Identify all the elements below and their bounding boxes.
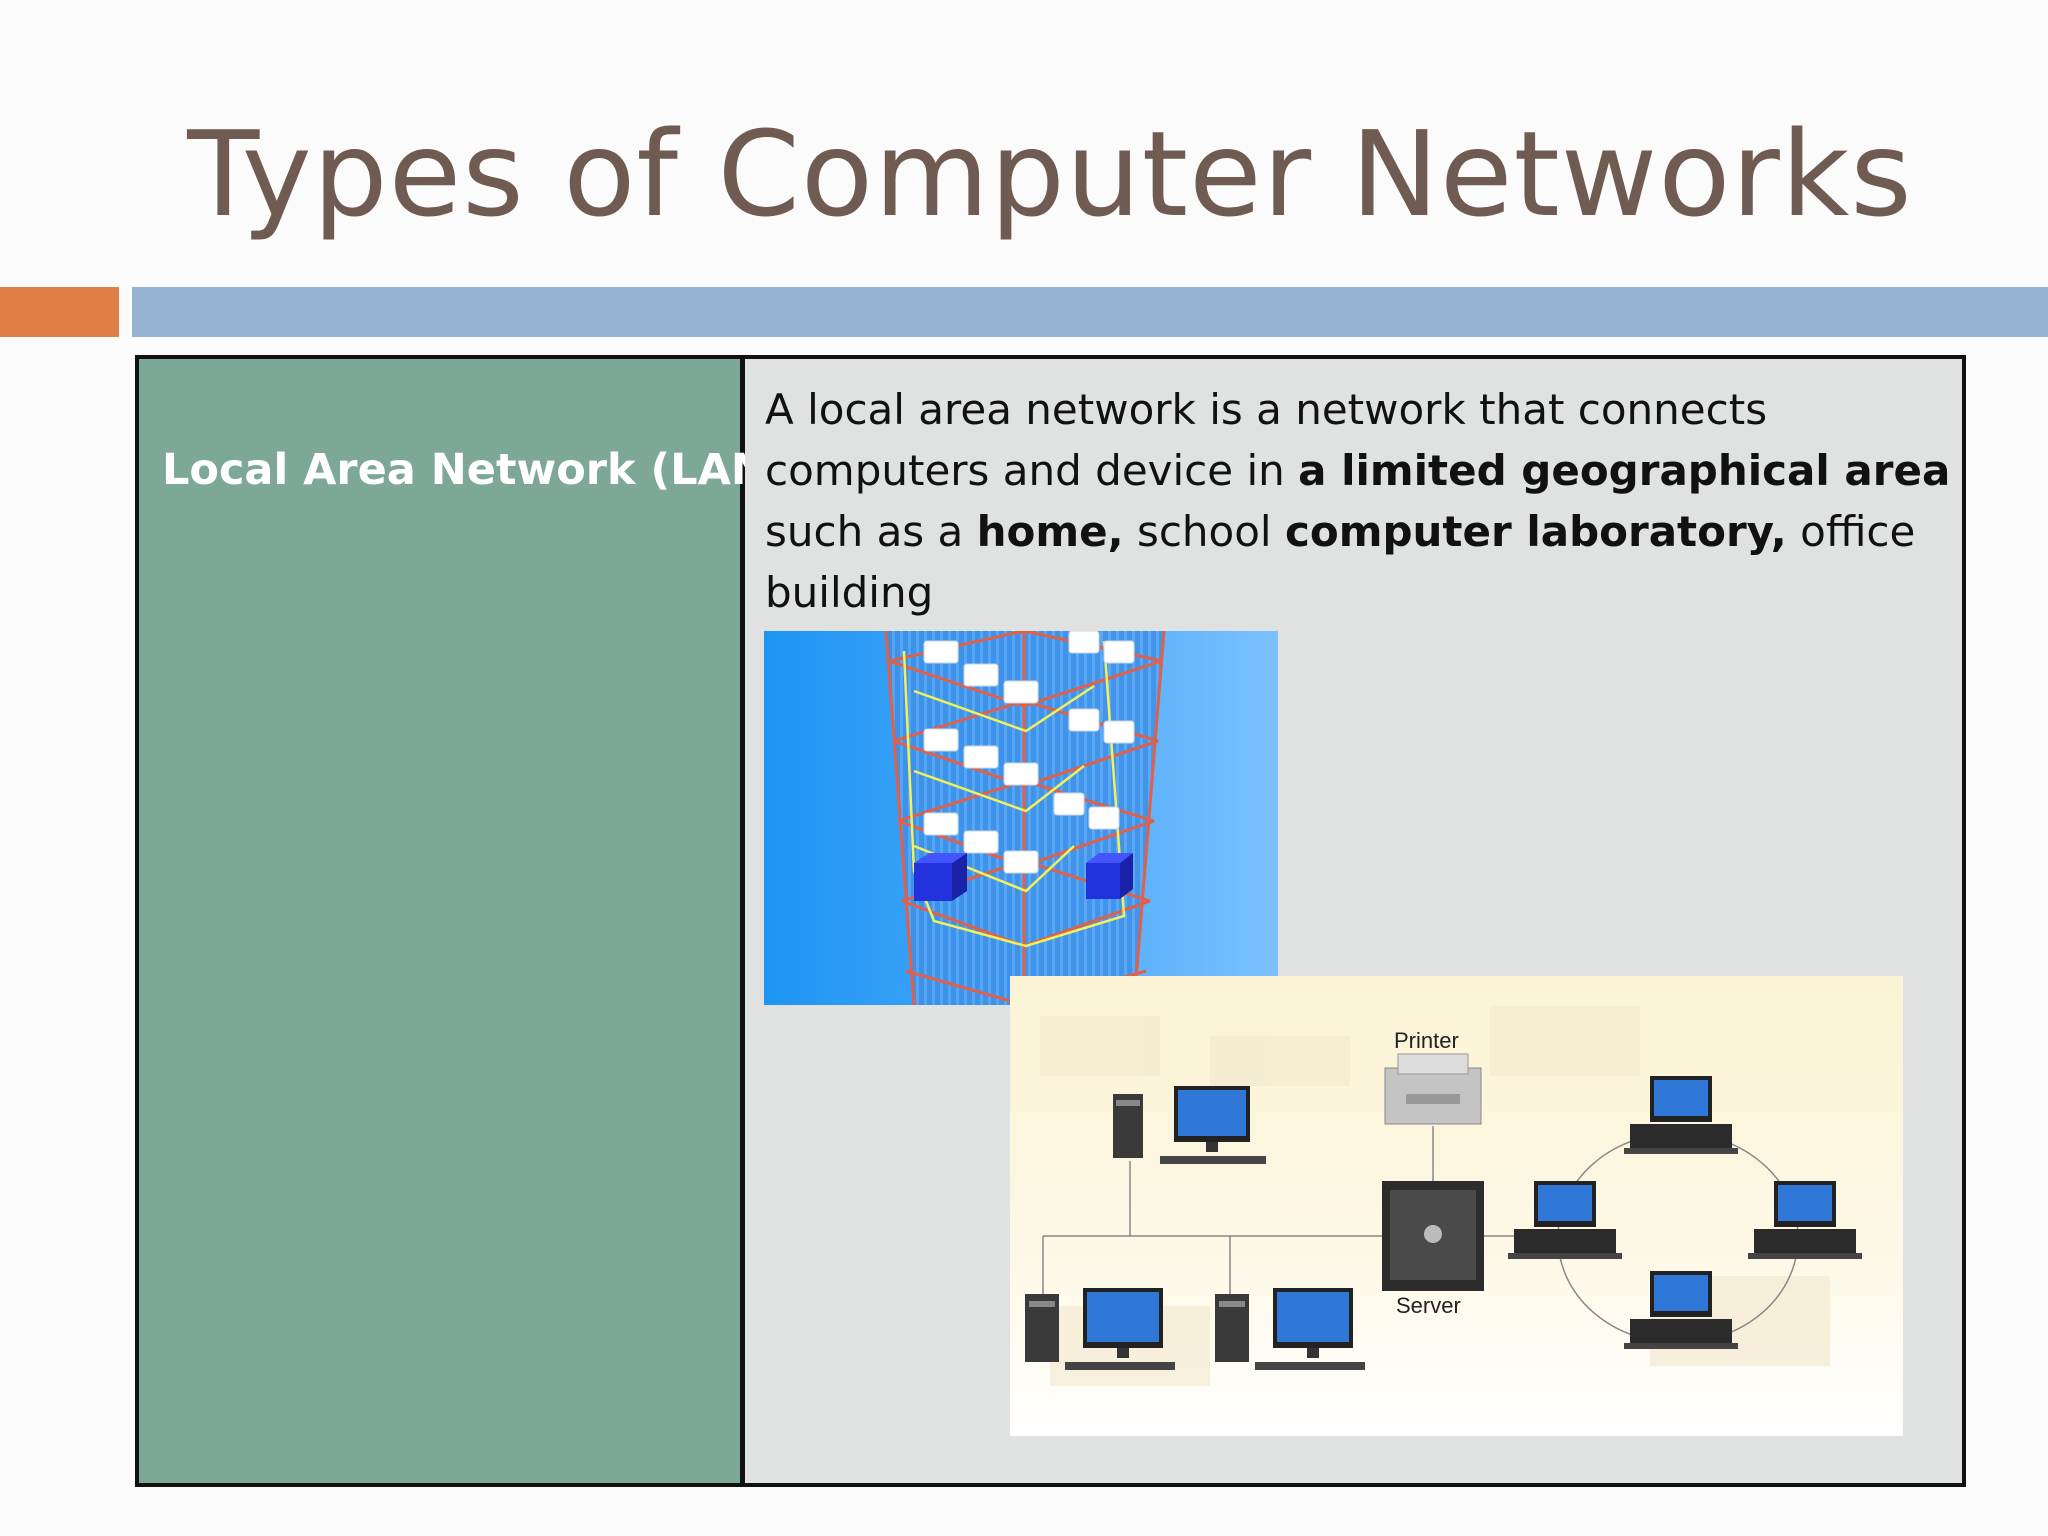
slide-title: Types of Computer Networks [187,105,1913,243]
accent-bar-blue [132,287,2048,337]
term-cell: Local Area Network (LAN) [139,359,787,1483]
building-network-image [764,631,1278,1005]
network-types-table: Local Area Network (LAN) A local area ne… [135,355,1966,1487]
description-cell: A local area network is a network that c… [745,359,1962,1483]
term-label: Local Area Network (LAN) [162,445,787,495]
server-label: Server [1396,1293,1461,1318]
lan-topology-diagram: Printer Server [1010,976,1903,1436]
printer-label: Printer [1394,1028,1459,1053]
accent-bar-orange [0,287,119,337]
description-text: A local area network is a network that c… [765,385,1951,617]
